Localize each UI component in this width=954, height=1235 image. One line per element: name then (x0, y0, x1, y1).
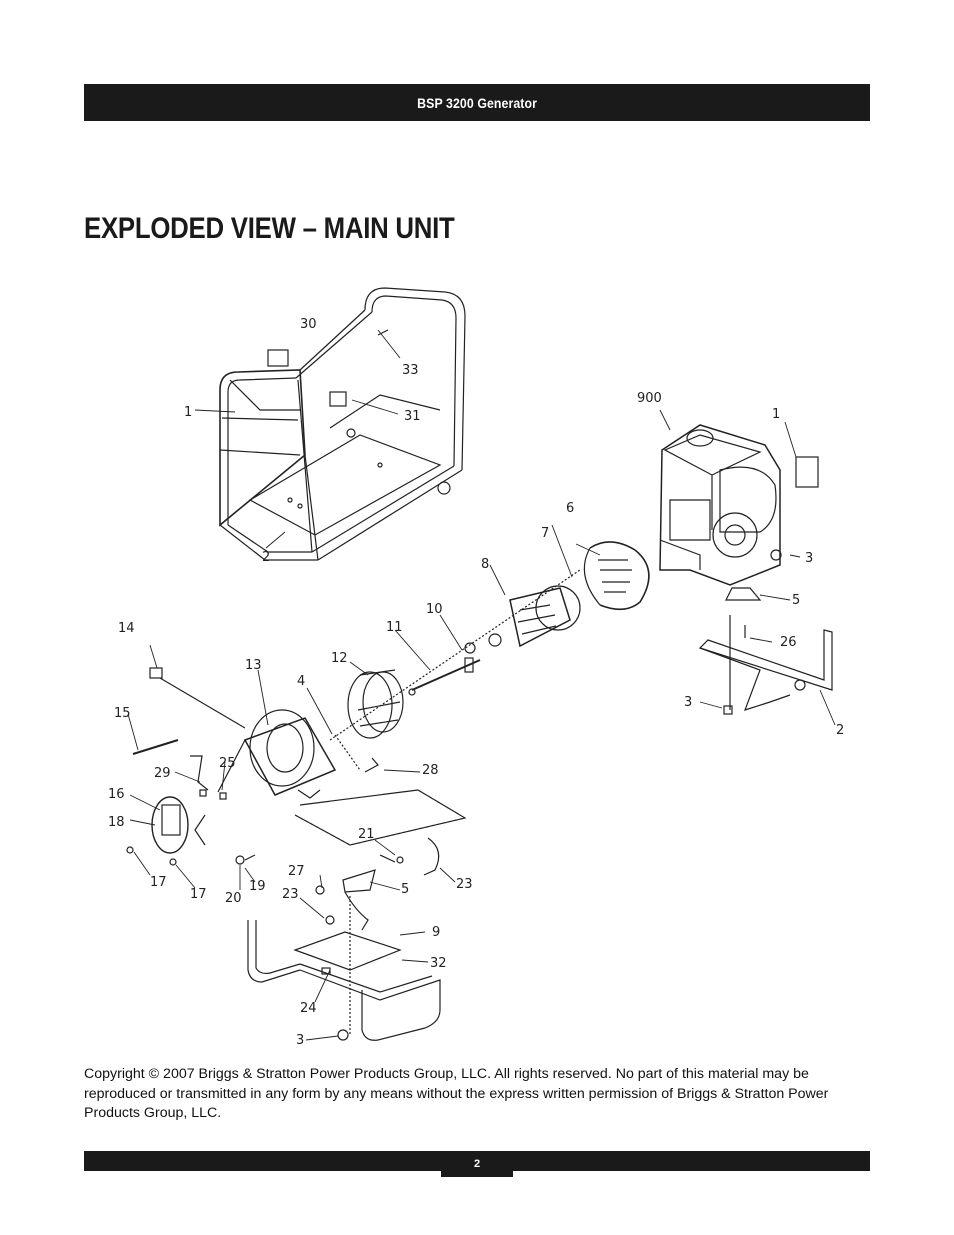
callout-15: 15 (114, 706, 131, 721)
callout-6: 6 (566, 501, 574, 516)
callout-2-upper: 2 (262, 550, 270, 565)
copyright-notice: Copyright © 2007 Briggs & Stratton Power… (84, 1066, 829, 1121)
frame-upper (219, 287, 466, 561)
page-number: 2 (441, 1151, 513, 1177)
callout-5-engine: 5 (792, 593, 800, 608)
callout-19: 19 (249, 879, 266, 894)
callout-4: 4 (297, 674, 305, 689)
callout-11: 11 (386, 620, 403, 635)
callout-3-lower: 3 (296, 1033, 304, 1048)
callout-26: 26 (780, 635, 797, 650)
callout-18: 18 (108, 815, 125, 830)
header-bar: BSP 3200 Generator (84, 84, 870, 121)
callout-23-left: 23 (282, 887, 299, 902)
callout-numbers: 30 33 1 31 2 900 1 3 5 26 3 2 7 6 8 10 1… (108, 317, 844, 1048)
callout-25: 25 (219, 756, 236, 771)
callout-17-right: 17 (190, 887, 207, 902)
callout-23-right: 23 (456, 877, 473, 892)
callout-2-rear: 2 (836, 723, 844, 738)
exploded-view-diagram: 30 33 1 31 2 900 1 3 5 26 3 2 7 6 8 10 1… (0, 270, 954, 1060)
callout-1-engine: 1 (772, 407, 780, 422)
callout-10: 10 (426, 602, 443, 617)
callout-28: 28 (422, 763, 439, 778)
callout-3-rear: 3 (684, 695, 692, 710)
callout-33: 33 (402, 363, 419, 378)
callout-29: 29 (154, 766, 171, 781)
callout-24: 24 (300, 1001, 317, 1016)
leader-lines (127, 329, 836, 1041)
callout-900: 900 (637, 391, 662, 406)
engine (659, 424, 819, 586)
alternator-assembly (126, 541, 650, 876)
callout-27: 27 (288, 864, 305, 879)
callout-32: 32 (430, 956, 447, 971)
callout-30: 30 (300, 317, 317, 332)
callout-1-frame: 1 (184, 405, 192, 420)
callout-3-engine: 3 (805, 551, 813, 566)
callout-13: 13 (245, 658, 262, 673)
rear-base (698, 549, 833, 715)
page-title: EXPLODED VIEW – MAIN UNIT (84, 212, 455, 245)
callout-14: 14 (118, 621, 135, 636)
callout-12: 12 (331, 651, 348, 666)
callout-5-lower: 5 (401, 882, 409, 897)
callout-31: 31 (404, 409, 421, 424)
callout-9: 9 (432, 925, 440, 940)
callout-21: 21 (358, 827, 375, 842)
header-title: BSP 3200 Generator (417, 94, 537, 111)
frame-lower (247, 869, 441, 1041)
callout-16: 16 (108, 787, 125, 802)
callout-8: 8 (481, 557, 489, 572)
callout-20: 20 (225, 891, 242, 906)
callout-17-left: 17 (150, 875, 167, 890)
callout-7: 7 (541, 526, 549, 541)
